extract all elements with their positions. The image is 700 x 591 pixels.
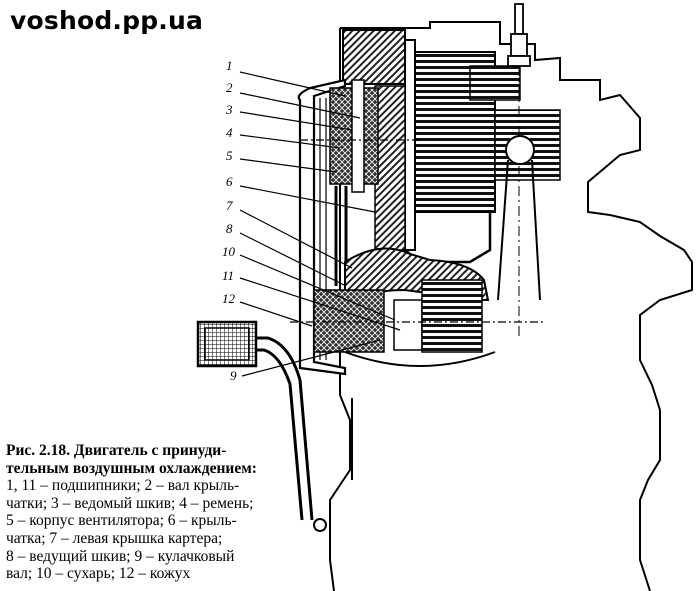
spark-plug [507, 3, 531, 340]
piston-pin [505, 135, 535, 165]
driven-pulley [329, 79, 379, 193]
caption-title-line: Рис. 2.18. Двигатель с принуди- [6, 442, 227, 459]
callout-5: 5 [226, 148, 233, 163]
caption-legend-line: 8 – ведущий шкив; 9 – кулачковый [6, 547, 235, 565]
site-watermark: voshod.pp.ua [10, 6, 204, 35]
caption-legend-line: чатка; 7 – левая крышка картера; [6, 529, 223, 547]
leader-lines [239, 71, 401, 377]
callout-4: 4 [226, 125, 233, 140]
caption-legend: 1, 11 – подшипники; 2 – вал крыль- чатки… [6, 477, 298, 583]
callout-6: 6 [226, 174, 233, 189]
callout-10: 10 [222, 244, 236, 259]
callout-9: 9 [230, 368, 237, 383]
caption-legend-line: 5 – корпус вентилятора; 6 – крыль- [6, 512, 237, 530]
callout-7: 7 [226, 198, 233, 213]
air-filter [196, 320, 327, 532]
callout-12: 12 [222, 291, 236, 306]
callout-1: 1 [226, 58, 233, 73]
connecting-rod [497, 159, 541, 301]
callout-labels: 1 2 3 4 5 6 7 8 10 11 12 9 [222, 58, 237, 383]
caption-legend-line: 1, 11 – подшипники; 2 – вал крыль- [6, 477, 240, 495]
figure-caption: Рис. 2.18. Двигатель с принуди- тельным … [6, 442, 298, 583]
caption-legend-line: чатки; 3 – ведомый шкив; 4 – ремень; [6, 494, 254, 512]
caption-title: Рис. 2.18. Двигатель с принуди- тельным … [6, 442, 298, 477]
callout-11: 11 [222, 268, 234, 283]
callout-8: 8 [226, 221, 233, 236]
fan-housing [342, 29, 416, 251]
callout-2: 2 [226, 80, 233, 95]
callout-3: 3 [225, 102, 233, 117]
caption-title-line: тельным воздушным охлаждением: [6, 459, 257, 477]
caption-legend-line: вал; 10 – сухарь; 12 – кожух [6, 565, 191, 583]
